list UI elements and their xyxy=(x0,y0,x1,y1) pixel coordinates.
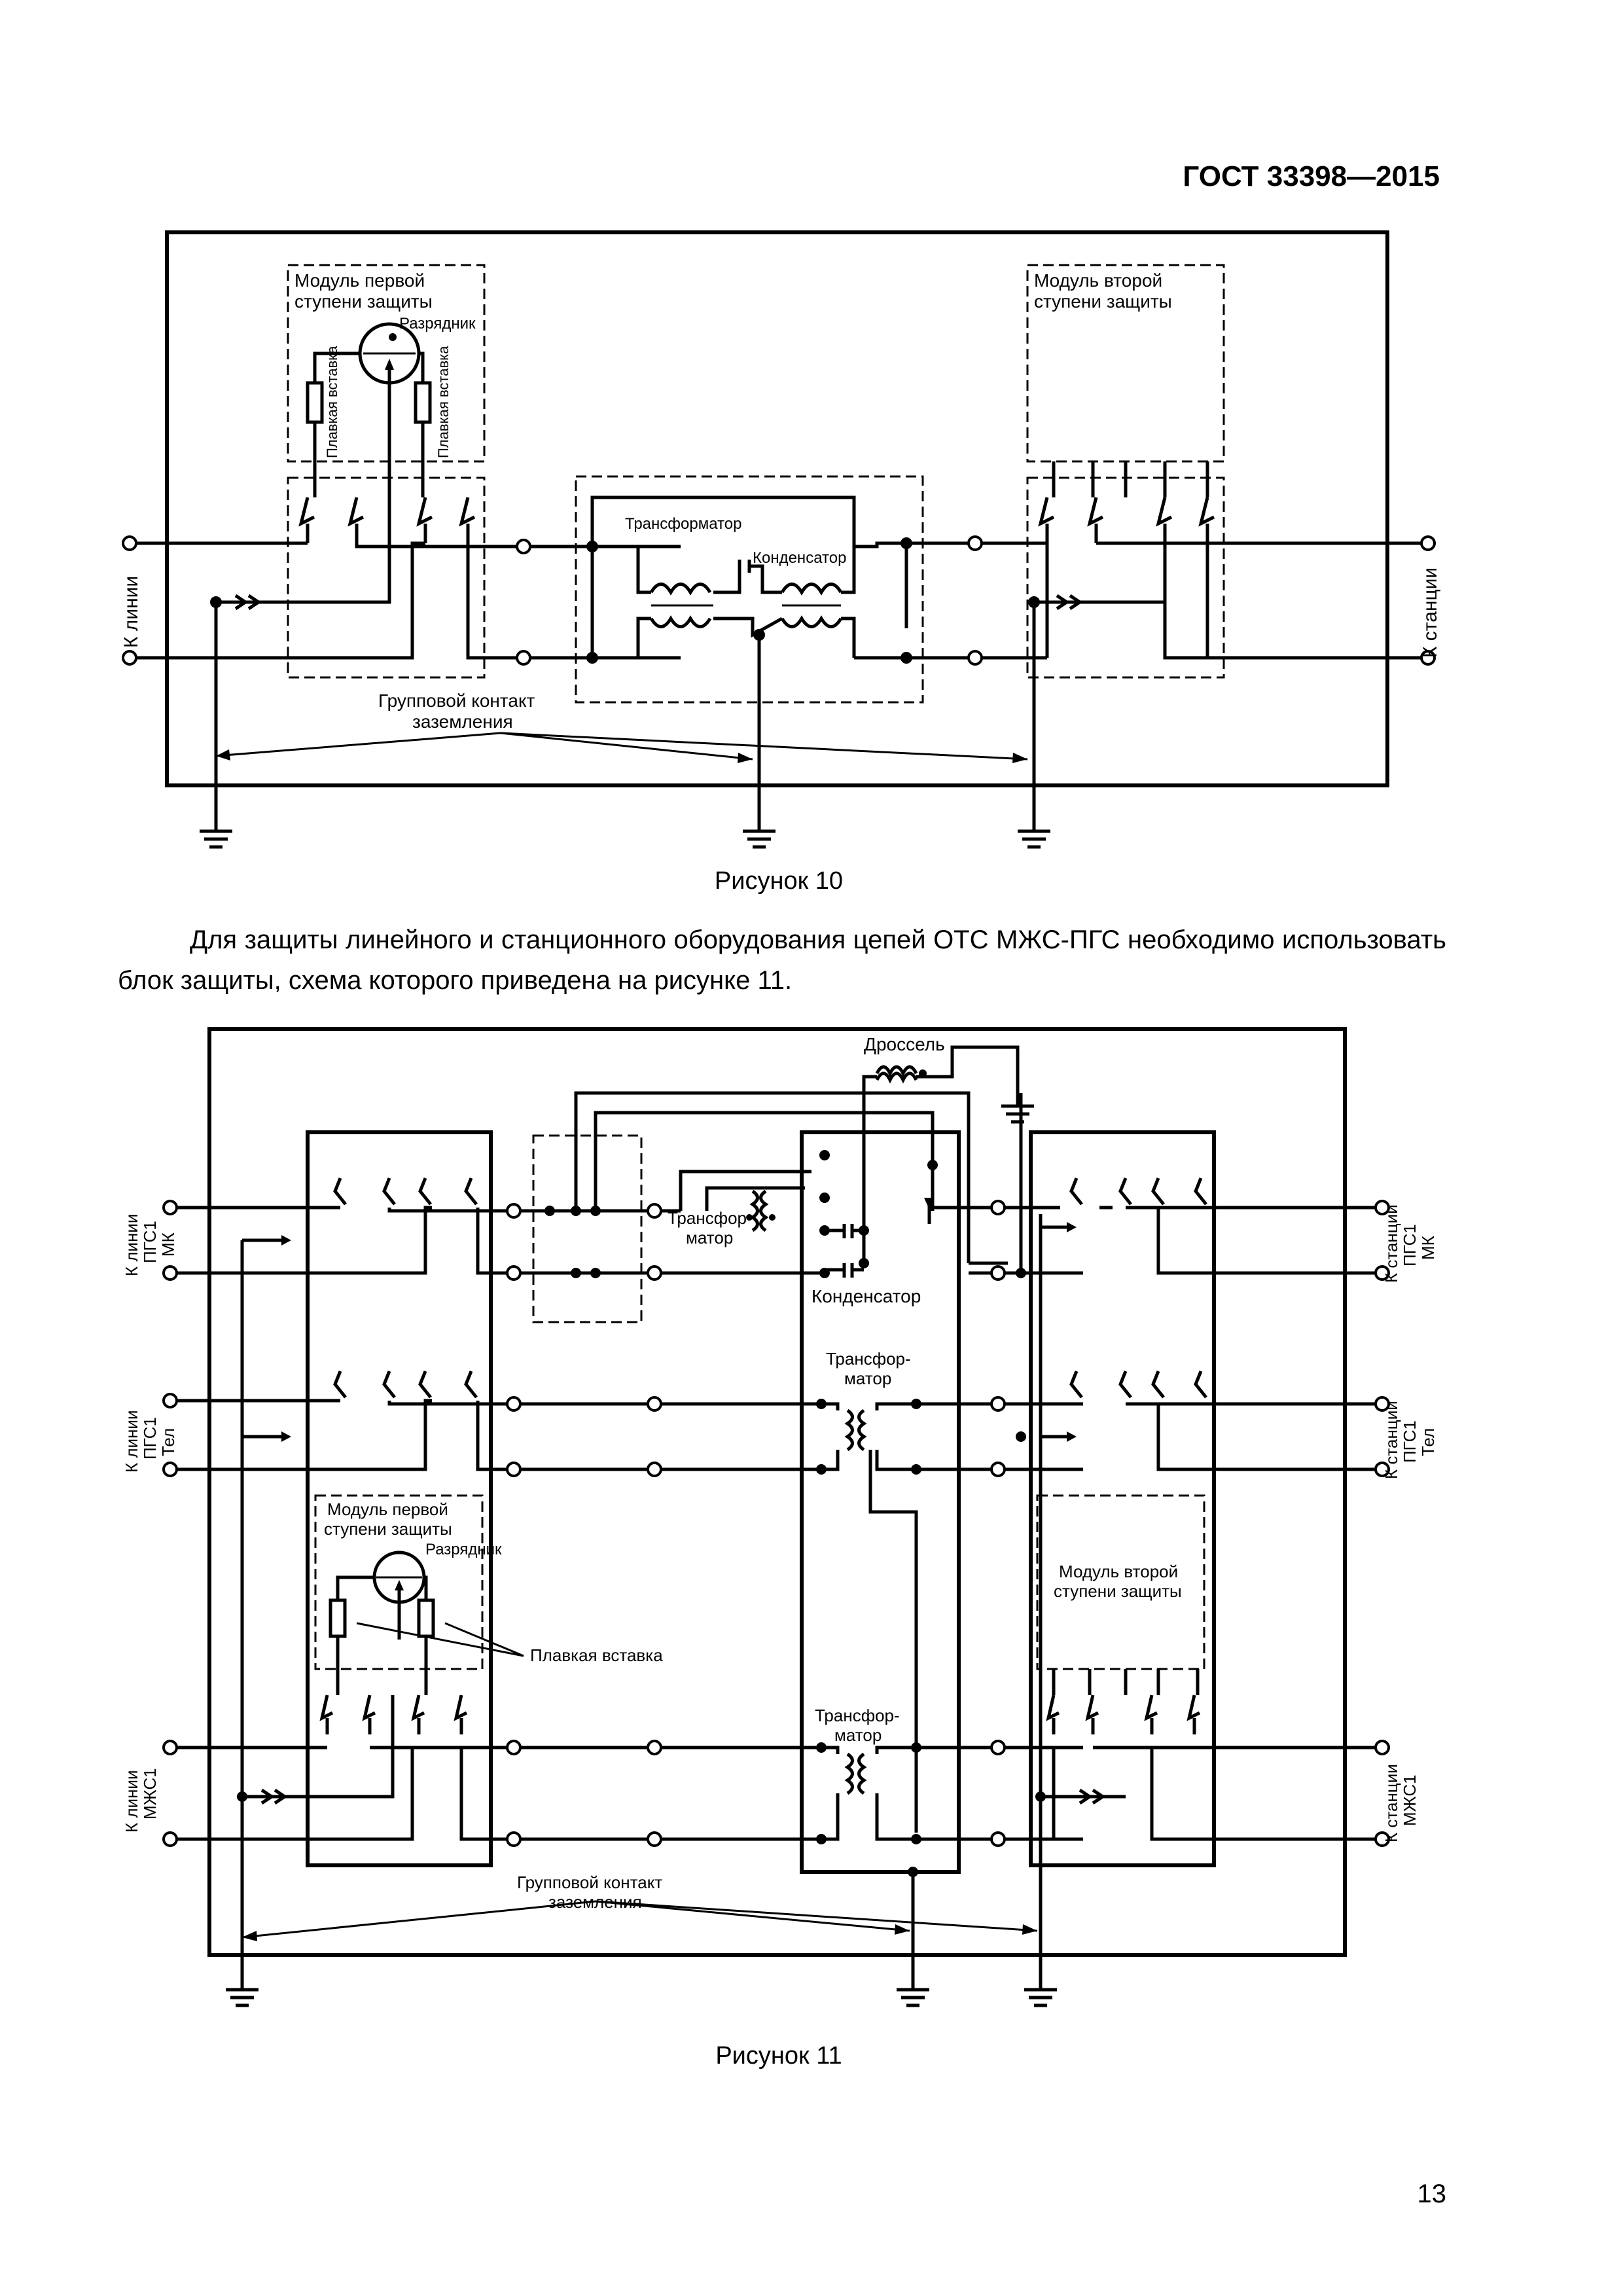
fig10-module1-upper-box xyxy=(287,264,486,463)
fig11-line-mk-label-2: ПГС1 xyxy=(140,1221,160,1263)
fig11-choke-label: Дроссель xyxy=(864,1034,945,1054)
figure-11-diagram: Дроссель Трансфор- матор Конденсатор xyxy=(122,1027,1438,2007)
fig11-transformer-b-label-2: матор xyxy=(844,1369,891,1388)
fig11-right-block xyxy=(1029,1130,1216,1867)
fig11-line-tel-label-1: К линии xyxy=(122,1410,141,1473)
fig11-module1-box xyxy=(314,1494,484,1670)
fig11-fuse-right xyxy=(417,1598,435,1638)
fig10-module1-label-1: Модуль первой xyxy=(294,270,425,291)
fig11-station-mk-label-1: К станции xyxy=(1382,1204,1401,1283)
page-number: 13 xyxy=(1417,2179,1447,2208)
fig10-module1-lower-box xyxy=(287,476,486,679)
fig10-ground-label-2: заземления xyxy=(412,711,513,732)
fig11-left-block xyxy=(306,1130,493,1867)
fig11-station-tel-label-1: К станции xyxy=(1382,1401,1401,1479)
fig10-to-line-label: К линии xyxy=(120,576,142,648)
fig11-transformer-c-label-1: Трансфор- xyxy=(815,1706,900,1725)
fig10-arrester-label: Разрядник xyxy=(399,315,476,332)
fig11-line-tel-label-2: ПГС1 xyxy=(140,1417,160,1460)
body-paragraph: Для защиты линейного и станционного обор… xyxy=(118,925,1446,995)
figure-10-caption: Рисунок 10 xyxy=(714,867,844,895)
fig11-module1-label-1: Модуль первой xyxy=(327,1499,448,1519)
fig11-station-tel-label-2: ПГС1 xyxy=(1400,1420,1419,1463)
fig11-line-tel-label-3: Тел xyxy=(158,1428,178,1456)
fig11-frame xyxy=(207,1027,1347,1957)
fig11-capacitor-label: Конденсатор xyxy=(812,1286,921,1306)
fig11-station-mk-label-3: МК xyxy=(1418,1236,1438,1260)
fig10-capacitor-label: Конденсатор xyxy=(753,549,846,567)
fig10-module2-label-1: Модуль второй xyxy=(1034,270,1162,291)
fig11-transformer-c-label-2: матор xyxy=(834,1725,882,1745)
fig11-ground-label-1: Групповой контакт xyxy=(517,1873,662,1892)
fig11-station-mzhs-label-2: МЖС1 xyxy=(1400,1774,1419,1826)
fig11-fuse-label: Плавкая вставка xyxy=(530,1645,663,1665)
fig10-ground-label-1: Групповой контакт xyxy=(378,691,535,711)
standard-header: ГОСТ 33398—2015 xyxy=(1183,160,1440,192)
fig11-module2-label-1: Модуль второй xyxy=(1059,1562,1178,1581)
fig11-fuse-left xyxy=(329,1598,347,1638)
fig11-transformer-b-label-1: Трансфор- xyxy=(826,1349,911,1369)
fig10-module2-label-2: ступени защиты xyxy=(1034,291,1172,312)
figure-11-caption: Рисунок 11 xyxy=(715,2042,842,2070)
fig11-module1-label-2: ступени защиты xyxy=(324,1519,452,1539)
fig11-center-block xyxy=(800,1130,961,1874)
fig11-module2-box xyxy=(1036,1494,1205,1670)
fig10-to-station-label: К станции xyxy=(1419,567,1441,658)
fig11-dashed-box-top xyxy=(532,1134,643,1323)
fig11-station-mzhs-label-1: К станции xyxy=(1382,1764,1401,1842)
fig11-line-mzhs-label-1: К линии xyxy=(122,1770,141,1833)
fig11-ground-label-2: заземления xyxy=(548,1892,642,1912)
fig11-line-mzhs-label-2: МЖС1 xyxy=(140,1768,160,1820)
fig10-fuse-label-left: Плавкая вставка xyxy=(324,346,340,458)
fig11-arrester-label: Разрядник xyxy=(425,1541,502,1558)
fig11-station-tel-label-3: Тел xyxy=(1418,1428,1438,1456)
fig11-line-mk-label-3: МК xyxy=(158,1232,178,1257)
fig11-transformer-a-label-1: Трансфор- xyxy=(668,1208,753,1228)
fig11-module2-label-2: ступени защиты xyxy=(1054,1581,1182,1601)
fig10-module1-label-2: ступени защиты xyxy=(294,291,433,312)
fig11-station-mk-label-2: ПГС1 xyxy=(1400,1224,1419,1266)
fig10-frame xyxy=(165,230,1389,787)
figure-10-diagram: Модуль первой ступени защиты Разрядник М… xyxy=(120,230,1441,849)
fig11-transformer-a-label-2: матор xyxy=(686,1228,733,1247)
fig10-transformer-label: Трансформатор xyxy=(625,515,741,533)
fig11-line-mk-label-1: К линии xyxy=(122,1214,141,1276)
fig10-fuse-label-right: Плавкая вставка xyxy=(435,346,452,458)
fig10-transformer-box xyxy=(575,475,924,704)
